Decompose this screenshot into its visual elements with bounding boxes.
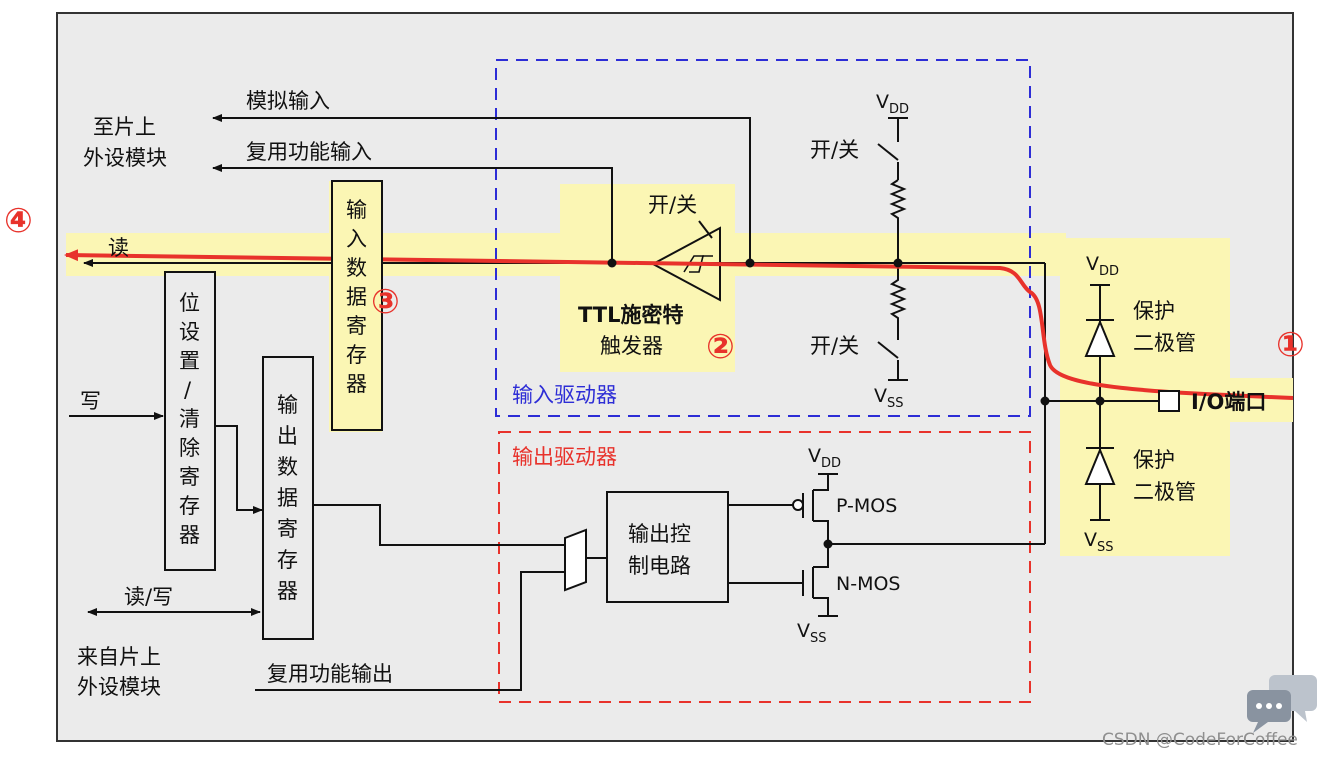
output-control-label-line2: 制电路: [628, 554, 691, 578]
input-data-reg-char: 据: [346, 285, 367, 309]
alt-func-input-label: 复用功能输入: [246, 140, 372, 164]
input-data-reg-char: 器: [346, 372, 367, 396]
input-data-register-box: [331, 180, 383, 431]
bit-set-reset-reg-char: 位: [179, 291, 200, 315]
vss-pulldown-label: VSS: [874, 385, 904, 411]
output-control-box: [606, 491, 729, 603]
input-data-reg-char: 输: [346, 198, 367, 222]
vdd-pmos-label: VDD: [808, 445, 841, 471]
protect-diode-bottom-line1: 保护: [1133, 448, 1175, 472]
output-data-reg-char: 数: [277, 455, 298, 479]
bit-set-reset-reg-char: 存: [179, 494, 200, 518]
bit-set-reset-reg-char: 寄: [179, 465, 200, 489]
from-peripheral-line1: 来自片上: [77, 645, 161, 669]
chat-bubbles-icon: [1247, 675, 1317, 733]
protection-diodes: [1084, 319, 1116, 485]
input-driver-box: [495, 59, 1031, 417]
output-data-register-box: [262, 356, 314, 640]
read-label: 读: [108, 236, 129, 260]
vss-diode-label: VSS: [1084, 529, 1114, 555]
io-port-label: I/O端口: [1191, 390, 1266, 414]
output-data-reg-char: 据: [277, 486, 298, 510]
bit-set-reset-reg-char: 器: [179, 523, 200, 547]
input-data-reg-char: 存: [346, 343, 367, 367]
output-data-reg-char: 器: [277, 579, 298, 603]
input-data-reg-char: 寄: [346, 314, 367, 338]
watermark-text: CSDN @CodeForCoffee: [1102, 730, 1298, 750]
output-mux: [564, 528, 587, 592]
n-mos-label: N-MOS: [836, 573, 900, 595]
output-driver-label: 输出驱动器: [512, 445, 617, 469]
input-driver-label: 输入驱动器: [512, 383, 617, 407]
vdd-diode-label: VDD: [1086, 253, 1119, 279]
bit-set-reset-reg-char: 除: [179, 436, 200, 460]
output-data-reg-char: 输: [277, 393, 298, 417]
marker-1: ①: [1276, 325, 1305, 365]
output-driver-box: [498, 431, 1031, 703]
p-mos-label: P-MOS: [836, 495, 897, 517]
marker-4: ④: [4, 201, 33, 241]
labels: 至片上 外设模块 模拟输入 复用功能输入 读 写 读/写 来自片上 外设模块 复…: [4, 89, 1305, 699]
p-mos-gate-bubble: [792, 499, 804, 511]
to-peripheral-line1: 至片上: [93, 115, 156, 139]
output-data-reg-char: 寄: [277, 517, 298, 541]
bit-set-reset-reg-char: /: [184, 378, 192, 402]
bit-set-reset-reg-char: 置: [179, 349, 200, 373]
input-data-reg-char: 数: [346, 256, 367, 280]
alt-func-output-label: 复用功能输出: [267, 662, 393, 686]
from-peripheral-line2: 外设模块: [77, 675, 161, 699]
write-label: 写: [80, 389, 101, 413]
schmitt-on-off-label: 开/关: [648, 193, 697, 217]
analog-input-label: 模拟输入: [246, 89, 330, 113]
input-data-reg-char: 入: [346, 227, 367, 251]
highlight-regions: [66, 181, 1293, 556]
bit-set-reset-reg-char: 清: [179, 407, 200, 431]
bit-set-reset-reg-char: 设: [179, 320, 200, 344]
to-peripheral-line2: 外设模块: [83, 146, 167, 170]
io-pad: [1158, 390, 1180, 412]
read-write-label: 读/写: [124, 585, 173, 609]
ttl-schmitt-label-line2: 触发器: [600, 334, 663, 358]
pull-down-on-off-label: 开/关: [810, 334, 859, 358]
bit-set-reset-register-box: [164, 271, 216, 571]
vss-nmos-label: VSS: [797, 620, 827, 646]
protect-diode-top-line2: 二极管: [1133, 331, 1196, 355]
marker-2: ②: [706, 327, 735, 367]
vdd-pullup-label: VDD: [876, 91, 909, 117]
junction-dots: [607, 258, 1105, 549]
protect-diode-top-line1: 保护: [1133, 299, 1175, 323]
wires: [69, 114, 1159, 691]
pull-up-on-off-label: 开/关: [810, 138, 859, 162]
ttl-schmitt-label-line1: TTL施密特: [578, 303, 684, 327]
marker-3: ③: [371, 282, 400, 322]
protect-diode-bottom-line2: 二极管: [1133, 480, 1196, 504]
output-data-reg-char: 出: [277, 424, 298, 448]
output-control-label-line1: 输出控: [628, 522, 691, 546]
output-data-reg-char: 存: [277, 548, 298, 572]
